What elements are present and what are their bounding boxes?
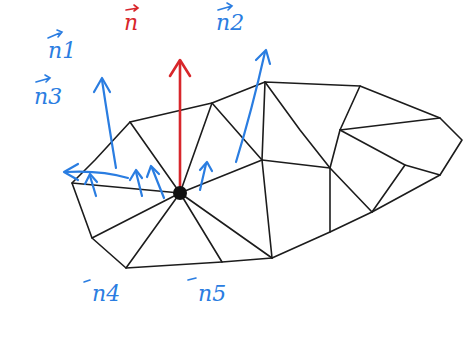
vertex-normal-label: n xyxy=(124,12,138,34)
face-normal-label: n4 xyxy=(92,283,120,305)
face-normal-label: n2 xyxy=(216,12,244,34)
face-normal-label: n1 xyxy=(48,40,76,62)
face-normal-label: n3 xyxy=(34,86,62,108)
face-normal-label: n5 xyxy=(198,283,226,305)
